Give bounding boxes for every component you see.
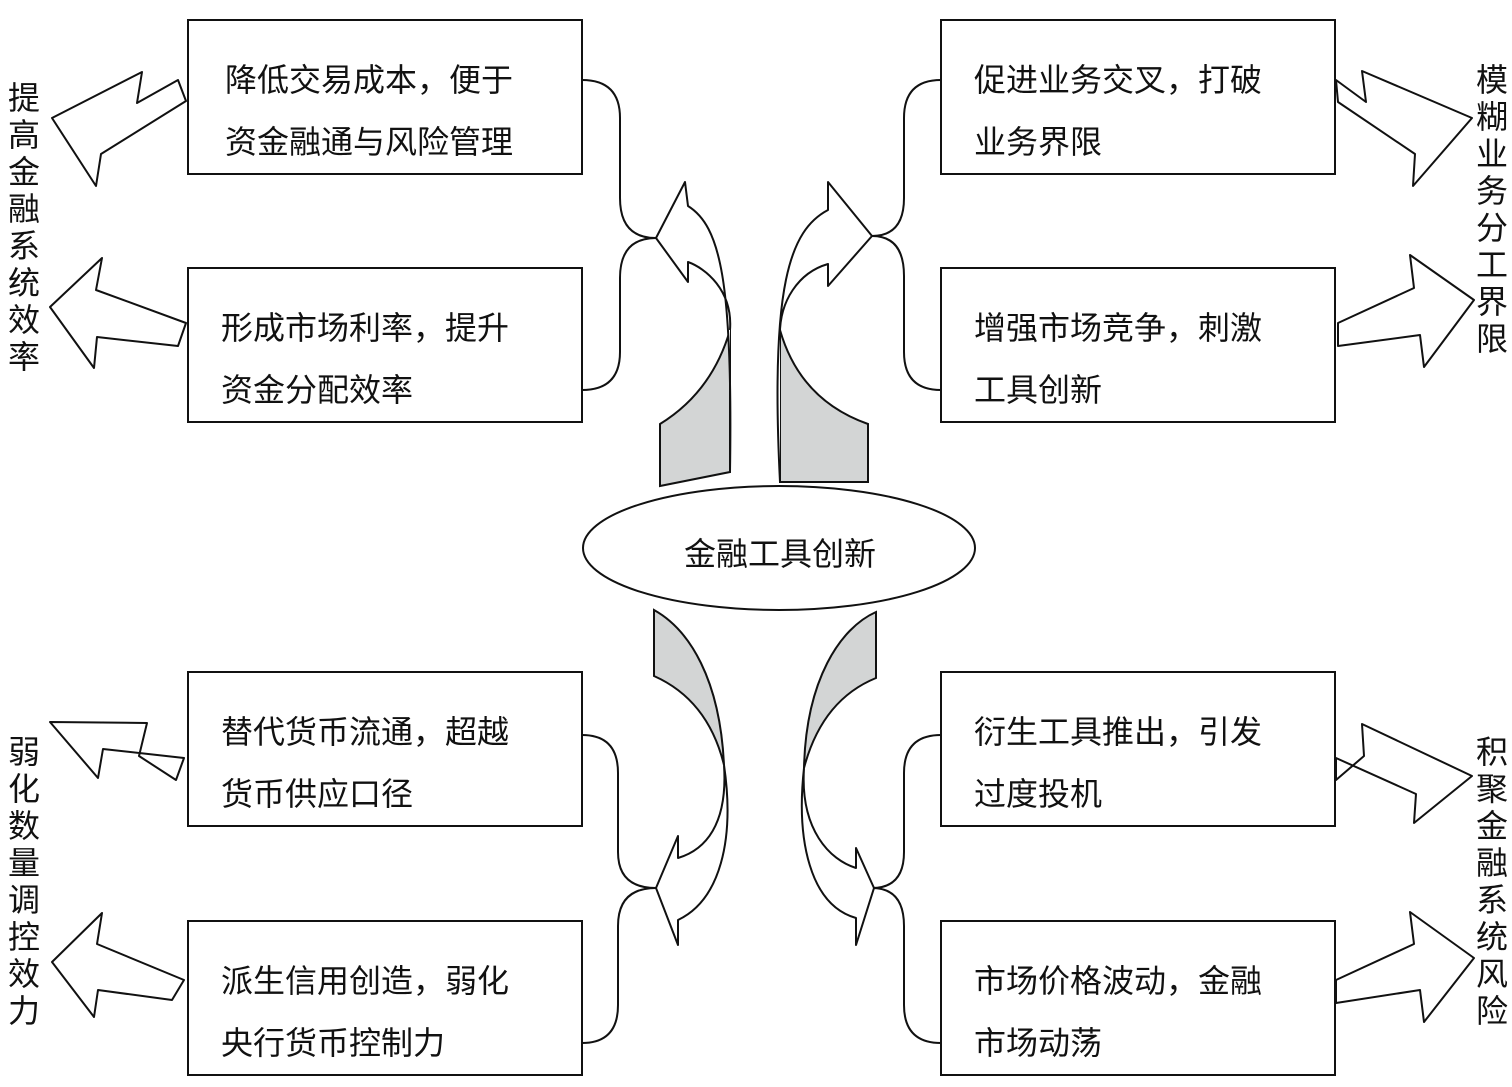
box-bottom-left-2: 派生信用创造，弱化 央行货币控制力 bbox=[187, 920, 583, 1076]
box-text-line: 降低交易成本，便于 bbox=[225, 61, 514, 99]
box-top-right-2: 增强市场竞争，刺激 工具创新 bbox=[940, 267, 1336, 423]
box-text-line: 增强市场竞争，刺激 bbox=[974, 309, 1263, 347]
box-text-line: 形成市场利率，提升 bbox=[221, 309, 510, 347]
block-arrow-bottom-left-1 bbox=[49, 721, 185, 781]
curved-arrow-bottom-right bbox=[800, 610, 877, 946]
box-text-line: 替代货币流通，超越 bbox=[221, 713, 510, 751]
box-text-line: 市场动荡 bbox=[974, 1024, 1103, 1062]
block-arrow-top-right-2 bbox=[1337, 254, 1475, 368]
box-text-line: 衍生工具推出，引发 bbox=[974, 713, 1263, 751]
side-label-top-right: 模糊业务分工界限 bbox=[1475, 61, 1508, 358]
box-bottom-right-2: 市场价格波动，金融 市场动荡 bbox=[940, 920, 1336, 1076]
box-text-line: 央行货币控制力 bbox=[221, 1024, 446, 1062]
block-arrow-top-left-2 bbox=[49, 257, 187, 369]
box-top-left-2: 形成市场利率，提升 资金分配效率 bbox=[187, 267, 583, 423]
box-top-right-1: 促进业务交叉，打破 业务界限 bbox=[940, 19, 1336, 175]
bracket-bottom-left bbox=[581, 734, 657, 1044]
side-label-top-left: 提高金融系统效率 bbox=[7, 79, 40, 376]
box-text-line: 派生信用创造，弱化 bbox=[221, 962, 510, 1000]
block-arrow-bottom-right-1 bbox=[1335, 723, 1473, 824]
box-text-line: 促进业务交叉，打破 bbox=[974, 61, 1263, 99]
bracket-bottom-right bbox=[871, 734, 942, 1044]
box-text-line: 过度投机 bbox=[974, 775, 1103, 813]
block-arrow-top-right-1 bbox=[1335, 70, 1473, 187]
bracket-top-left bbox=[581, 79, 657, 391]
box-top-left-1: 降低交易成本，便于 资金融通与风险管理 bbox=[187, 19, 583, 175]
side-label-bottom-left: 弱化数量调控效力 bbox=[7, 733, 40, 1030]
block-arrow-bottom-right-2 bbox=[1335, 911, 1475, 1023]
box-text-line: 业务界限 bbox=[974, 123, 1103, 161]
center-label: 金融工具创新 bbox=[683, 535, 876, 573]
box-text-line: 货币供应口径 bbox=[221, 775, 414, 813]
side-label-bottom-right: 积聚金融系统风险 bbox=[1475, 733, 1508, 1030]
curved-arrow-top-left bbox=[655, 181, 732, 488]
box-text-line: 资金融通与风险管理 bbox=[225, 123, 514, 161]
box-bottom-left-1: 替代货币流通，超越 货币供应口径 bbox=[187, 671, 583, 827]
block-arrow-top-left-1 bbox=[51, 71, 187, 187]
bracket-top-right bbox=[871, 79, 942, 391]
curved-arrow-bottom-left bbox=[653, 608, 729, 946]
center-ellipse bbox=[582, 485, 976, 611]
box-text-line: 市场价格波动，金融 bbox=[974, 962, 1263, 1000]
box-text-line: 工具创新 bbox=[974, 371, 1103, 409]
box-text-line: 资金分配效率 bbox=[221, 371, 414, 409]
box-bottom-right-1: 衍生工具推出，引发 过度投机 bbox=[940, 671, 1336, 827]
curved-arrow-top-right bbox=[776, 181, 873, 483]
block-arrow-bottom-left-2 bbox=[51, 912, 185, 1018]
